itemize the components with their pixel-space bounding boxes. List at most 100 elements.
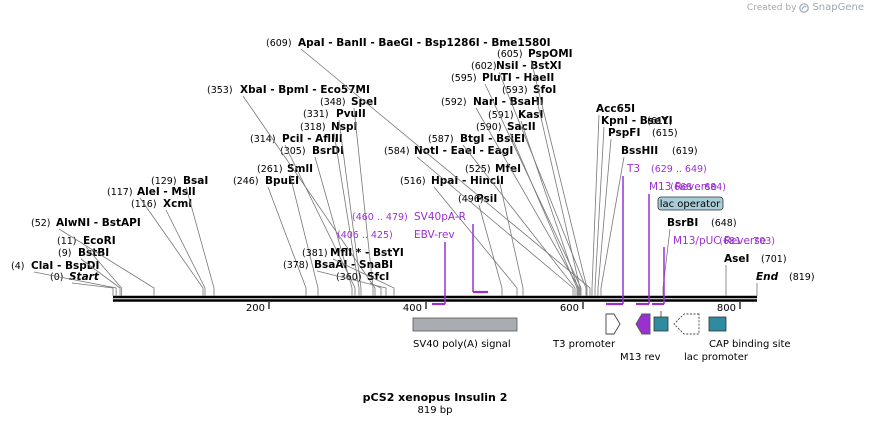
site-position: (11) (57, 236, 77, 247)
site-connector-line (316, 270, 387, 296)
primer-group[interactable]: M13/pUC Reverse(681 .. 703) (652, 235, 775, 306)
lac-operator-label: lac operator (660, 199, 721, 210)
site-enzyme-names: ApaI - BanII - BaeGI - Bsp1286I - Bme158… (298, 37, 551, 49)
site-connector-line (33, 271, 117, 296)
site-label-group[interactable]: (587)BtgI - BsiEI (428, 133, 576, 296)
site-label-group[interactable]: (52)AlwNI - BstAPI (31, 217, 155, 296)
m13-rev-label: M13 rev (620, 352, 661, 363)
site-position: (353) (207, 85, 233, 96)
site-label-group[interactable]: (619)BssHII (600, 145, 698, 296)
site-label-group[interactable]: (648)BsrBI (662, 217, 737, 296)
site-enzyme-names: AseI (724, 253, 749, 265)
cap-binding-site-box[interactable] (708, 316, 727, 332)
site-label-group[interactable]: (9)BstBI (58, 247, 121, 296)
site-label-group[interactable]: (381)MflI * - BstYI (302, 247, 404, 296)
site-label-group[interactable]: (602)NsiI - BstXI (471, 60, 587, 296)
site-label-group[interactable]: (11)EcoRI (57, 235, 123, 296)
site-label-group[interactable]: (348)SpeI (320, 96, 377, 296)
primer-group[interactable]: T3(629 .. 649) (606, 163, 707, 306)
site-enzyme-names: BsrDI (312, 145, 344, 157)
site-label-group[interactable]: Acc65I (591, 103, 635, 296)
axis-tick-label: 400 (403, 303, 422, 314)
site-enzyme-names: PluTI - HaeII (482, 72, 554, 84)
features: SV40 poly(A) signal T3 promoter M13 rev … (412, 196, 791, 363)
site-enzyme-names: SfoI (533, 84, 556, 96)
site-connector-line (314, 156, 353, 296)
site-position: (318) (300, 122, 326, 133)
site-position: (496) (458, 194, 484, 205)
site-enzyme-names: MfeI (495, 163, 521, 175)
lac-operator-box[interactable] (653, 316, 669, 332)
site-position: (615) (652, 128, 678, 139)
site-position: (4) (11, 261, 24, 272)
site-label-group[interactable]: (360)SfcI (336, 271, 389, 296)
site-label-group[interactable]: (314)PciI - AflIII (250, 133, 356, 296)
site-connector-line (85, 246, 123, 296)
site-connector-line (478, 204, 503, 296)
site-label-group[interactable]: (584)NotI - EaeI - EagI (384, 145, 574, 296)
created-by-text: Created by (746, 2, 797, 13)
site-enzyme-names: BssHII (621, 145, 658, 157)
lac-promoter-arrow[interactable] (673, 313, 700, 335)
site-enzyme-names: BstBI (78, 247, 109, 259)
site-label-group[interactable]: (819) (789, 272, 815, 283)
site-label-group[interactable]: (615) PspFI (597, 127, 678, 296)
primer-group[interactable]: SV40pA-R (460 .. 479) (352, 211, 488, 294)
m13-rev-arrow[interactable] (635, 313, 651, 335)
site-connector-line (332, 258, 395, 296)
site-label-group[interactable]: (605)PspOMI (497, 48, 588, 296)
site-label-group[interactable]: (246)BpuEI (233, 175, 307, 296)
lac-operator-badge[interactable] (657, 196, 724, 211)
sv40-polya-feature[interactable] (412, 317, 518, 332)
site-position: (378) (283, 260, 309, 271)
site-label-group[interactable]: (4)ClaI - BspDI (11, 260, 117, 296)
primer-group[interactable]: M13 Reverse(668 .. 684) (636, 181, 726, 306)
site-label-group[interactable]: (611)KpnI - BseYI (594, 115, 673, 296)
site-label-group[interactable]: (496)PsiI (458, 193, 503, 296)
t3-promoter-arrow[interactable] (605, 313, 621, 335)
site-label-group[interactable]: (701)AseI (724, 253, 787, 296)
site-position: (314) (250, 134, 276, 145)
primer-range: (460 .. 479) (352, 212, 408, 223)
primer-range: (406 .. 425) (337, 230, 393, 241)
axis-tick-label: 200 (246, 303, 265, 314)
sequence-backbone (113, 295, 757, 302)
site-connector-line (594, 126, 605, 296)
site-enzyme-names: PspFI (608, 127, 640, 139)
site-label-group[interactable]: (609)ApaI - BanII - BaeGI - Bsp1286I - B… (266, 37, 591, 296)
site-position: (525) (465, 164, 491, 175)
primer-range: (629 .. 649) (651, 164, 707, 175)
site-label-group[interactable]: (117)AleI - MslI (107, 186, 204, 296)
site-position: (0) (50, 272, 63, 283)
primer-group[interactable]: EBV-rev (406 .. 425) (337, 229, 455, 306)
site-label-group[interactable]: (780)End (756, 271, 779, 296)
site-connector-line (242, 95, 376, 296)
site-connector-line (289, 174, 319, 296)
primer-label: SV40pA-R (414, 211, 466, 223)
site-connector-line (433, 186, 518, 296)
site-position: (52) (31, 218, 51, 229)
site-label-group[interactable]: (353)XbaI - BpmI - Eco57MI (207, 84, 376, 296)
site-connector-line (80, 258, 121, 296)
site-position: (605) (497, 49, 523, 60)
site-label-group[interactable]: (592)NarI - BsaHI (441, 96, 580, 296)
site-position: (819) (789, 272, 815, 283)
site-label-group[interactable]: (591)KasI (488, 109, 579, 296)
site-label-group[interactable]: (318)NspI (300, 121, 360, 296)
site-label-group[interactable]: (525) MfeI (465, 163, 524, 296)
site-enzyme-names: BsrBI (667, 217, 698, 229)
site-label-group[interactable]: (129)BsaI (151, 175, 215, 296)
site-label-group[interactable]: (0)Start (50, 271, 114, 296)
site-label-group[interactable]: (378)BsaAI - SnaBI (283, 259, 393, 296)
site-connector-line (139, 197, 204, 296)
site-enzyme-names: KasI (518, 109, 543, 121)
site-label-group[interactable]: (116)XcmI (131, 198, 206, 296)
site-label-group[interactable]: (331)PvuII (303, 108, 366, 296)
primer-label: EBV-rev (414, 229, 455, 241)
site-label-group[interactable]: (261)SmlI (257, 163, 319, 296)
site-enzyme-names: PsiI (476, 193, 497, 205)
site-enzyme-names: PvuII (336, 108, 366, 120)
site-enzyme-names: BtgI - BsiEI (460, 133, 525, 145)
cap-binding-site-label: CAP binding site (709, 339, 791, 350)
